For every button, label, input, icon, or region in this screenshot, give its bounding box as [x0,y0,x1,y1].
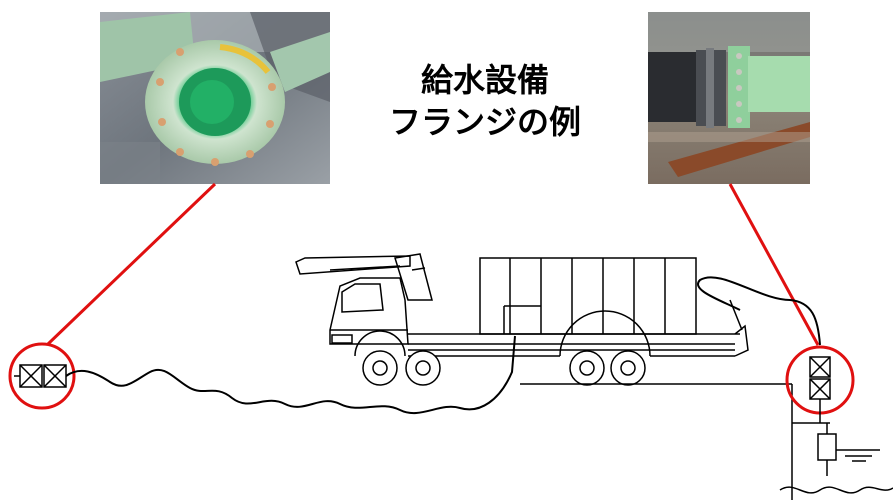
truck-wheels [362,350,646,386]
caption-line-2: フランジの例 [388,103,581,141]
callout-line-left [46,182,217,346]
water-truck [295,253,749,357]
callout-circle-left [8,342,76,410]
flange-photo-right [648,12,810,184]
caption-line-1: 給水設備 [420,61,549,99]
water-surface [779,486,893,494]
flange-symbol-right [809,356,831,410]
flange-symbol-left [14,364,67,388]
hose-right [697,276,821,346]
callout-line-right [728,183,820,346]
water-source-pipe [792,410,880,476]
hose-left [65,335,516,415]
flange-photo-left [100,12,330,184]
